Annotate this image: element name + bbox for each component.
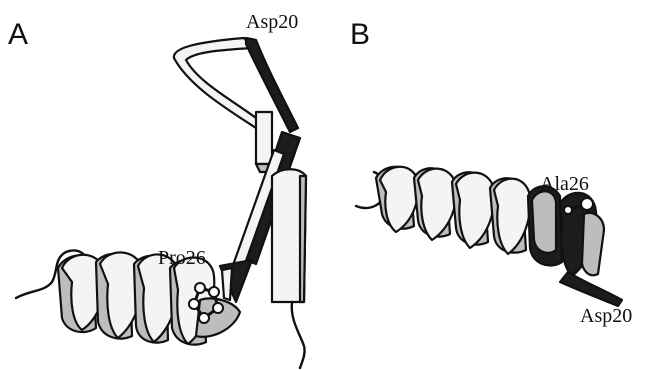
atom-circle xyxy=(199,313,209,323)
atom-circle xyxy=(195,283,205,293)
panel-a-c-terminal-coil xyxy=(292,302,305,368)
panel-a-strand-left xyxy=(256,112,272,164)
label-ala26: Ala26 xyxy=(540,173,589,195)
panel-b-dark-helix-segment xyxy=(528,186,622,306)
panel-b-letter: B xyxy=(350,18,370,51)
atom-circle xyxy=(213,303,223,313)
panel-a-strand-right-shade xyxy=(300,176,306,302)
panel-b: B Ala26 Asp20 xyxy=(350,18,632,327)
atom-circle xyxy=(564,206,572,214)
atom-circle xyxy=(189,299,199,309)
panel-a: A xyxy=(8,11,306,368)
label-pro26: Pro26 xyxy=(158,247,206,269)
panel-a-helix xyxy=(58,252,240,344)
atom-circle xyxy=(581,198,593,210)
panel-b-helix xyxy=(376,167,530,254)
panel-a-strand-arrow-face xyxy=(222,268,232,300)
label-asp20-a: Asp20 xyxy=(246,11,298,33)
panel-a-letter: A xyxy=(8,18,28,51)
label-asp20-b: Asp20 xyxy=(580,305,632,327)
atom-circle xyxy=(209,287,219,297)
